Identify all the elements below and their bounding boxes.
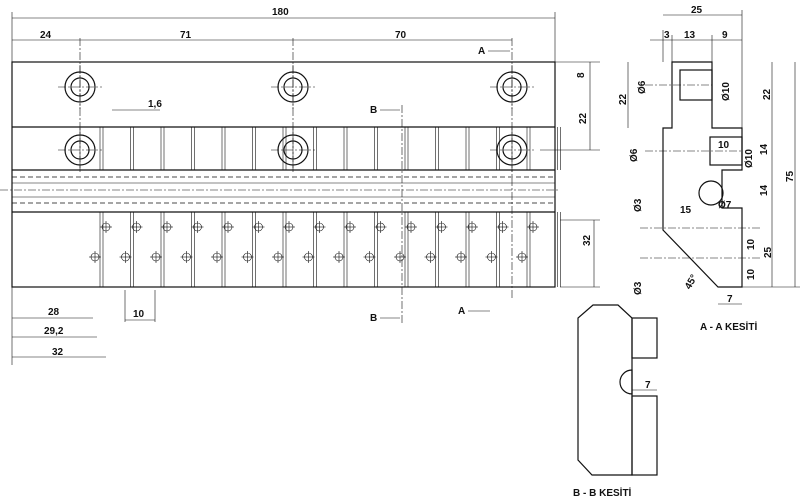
dim-w3: 9 — [722, 30, 728, 41]
dim-h10b: 10 — [746, 268, 757, 280]
dim-h14a: 14 — [759, 143, 770, 155]
dim-lower-height: 32 — [582, 234, 593, 246]
dim-overall-length: 180 — [272, 7, 289, 18]
dim-h-left: 22 — [618, 93, 629, 105]
dim-angle: 45° — [683, 273, 700, 292]
dim-hole-pitch-1: 71 — [180, 30, 192, 41]
section-mark-a-bottom: A — [458, 306, 465, 317]
dim-dia10-mid: Ø10 — [744, 149, 755, 168]
dim-w1: 3 — [664, 30, 670, 41]
dim-dia10-top: Ø10 — [721, 82, 732, 101]
front-view: 180 24 71 70 1,6 8 22 32 28 29,2 32 10 A… — [0, 7, 600, 365]
dim-width: 25 — [691, 5, 703, 16]
dim-h14b: 14 — [759, 184, 770, 196]
section-mark-b-top: B — [370, 105, 377, 116]
dim-dia3b: Ø3 — [633, 281, 644, 295]
dim-w7: 7 — [727, 294, 733, 305]
dim-h10a: 10 — [746, 238, 757, 250]
dim-hole-pitch-2: 70 — [395, 30, 407, 41]
section-a-a: 25 3 13 9 22 Ø6 Ø10 22 Ø6 10 Ø10 14 14 7… — [618, 5, 800, 333]
dim-left-hole: 24 — [40, 30, 52, 41]
dim-hole-row-2: 29,2 — [44, 326, 64, 337]
dim-dia3a: Ø3 — [633, 198, 644, 212]
dim-depth10: 10 — [718, 140, 730, 151]
dim-w7: 7 — [645, 380, 651, 391]
dim-hole-spacing: 22 — [578, 112, 589, 124]
dim-total: 75 — [785, 170, 796, 182]
dim-slot-width: 1,6 — [148, 99, 162, 110]
dim-w2: 13 — [684, 30, 696, 41]
section-b-b: 7 B - B KESİTİ — [573, 304, 658, 499]
dim-hole-row-3: 32 — [52, 347, 64, 358]
section-mark-b-bottom: B — [370, 313, 377, 324]
dim-hole-row-1: 28 — [48, 307, 60, 318]
dim-len15: 15 — [680, 205, 692, 216]
dim-pin-pitch: 10 — [133, 309, 145, 320]
dim-dia6-mid: Ø6 — [629, 148, 640, 162]
dim-top-to-hole: 8 — [576, 72, 587, 78]
dim-dia7: Ø7 — [718, 200, 732, 211]
dim-h25: 25 — [763, 246, 774, 258]
dim-h-right: 22 — [762, 88, 773, 100]
dim-dia6-top: Ø6 — [637, 80, 648, 94]
section-b-title: B - B KESİTİ — [573, 486, 632, 499]
section-a-title: A - A KESİTİ — [700, 320, 757, 333]
section-mark-a-top: A — [478, 46, 485, 57]
